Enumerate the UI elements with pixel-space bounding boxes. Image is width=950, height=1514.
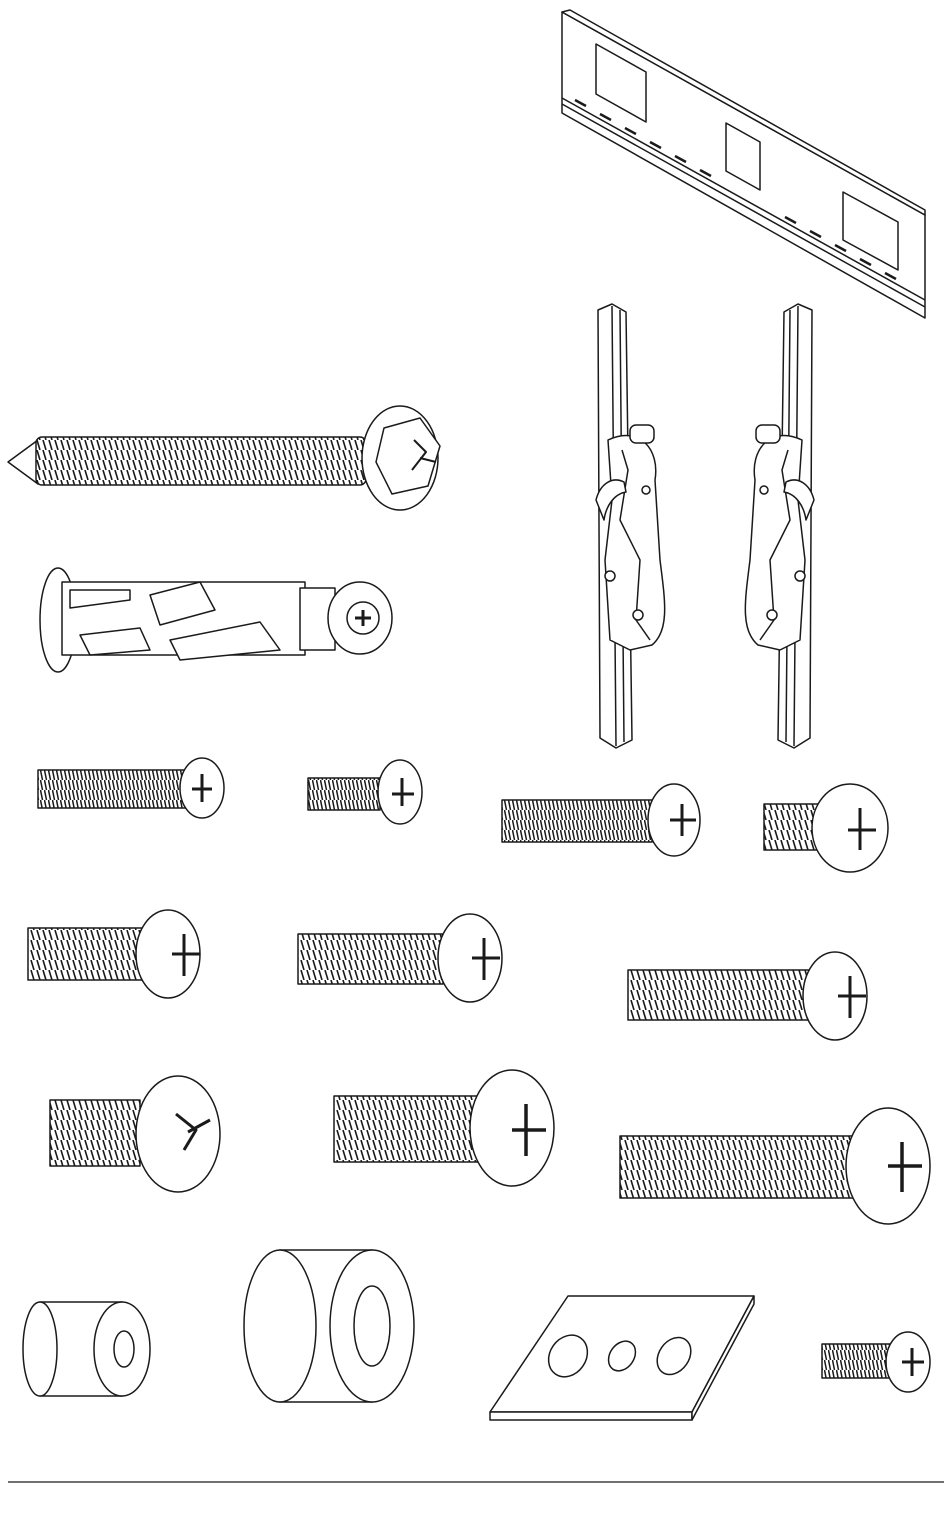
machine-screw-6 <box>298 914 502 1002</box>
machine-screw-7 <box>628 952 867 1040</box>
washer-plate <box>490 1296 754 1420</box>
machine-screw-1 <box>38 758 224 818</box>
hex-head-wood-screw <box>8 406 440 510</box>
machine-screw-2 <box>308 760 422 824</box>
machine-screw-4 <box>764 784 888 872</box>
machine-screw-5 <box>28 910 200 998</box>
large-spacer <box>244 1250 414 1402</box>
machine-screw-10 <box>620 1108 930 1224</box>
concrete-anchor <box>40 568 392 672</box>
adapter-bracket-right <box>745 304 814 748</box>
machine-screw-11 <box>822 1332 930 1392</box>
machine-screw-9 <box>334 1070 554 1186</box>
machine-screw-3 <box>502 784 700 856</box>
small-spacer <box>23 1302 150 1396</box>
machine-screw-8 <box>50 1076 220 1192</box>
wall-mounting-plate <box>562 10 925 318</box>
adapter-bracket-left <box>596 304 665 748</box>
